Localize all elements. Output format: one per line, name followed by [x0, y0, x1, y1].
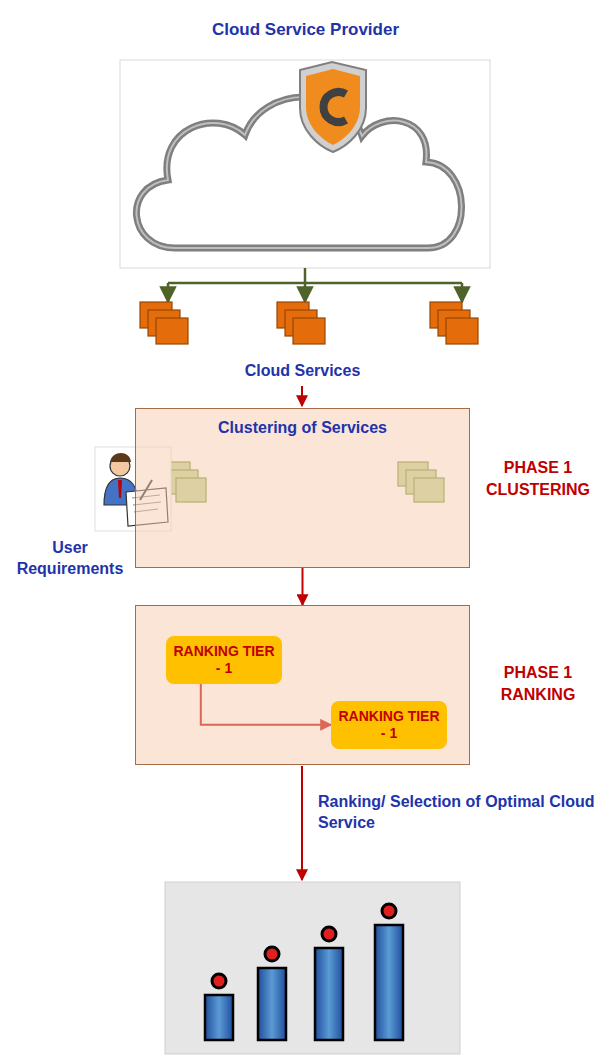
chart-bar	[205, 995, 233, 1040]
hair	[110, 453, 131, 462]
chart-dot	[322, 927, 336, 941]
tier-box: RANKING TIER - 1	[331, 701, 447, 749]
distribution-lines	[168, 268, 462, 302]
distribution-line	[304, 268, 307, 283]
distribution-line	[168, 282, 462, 285]
chart-dot	[382, 904, 396, 918]
chart-dot	[212, 974, 226, 988]
flow-arrow	[301, 766, 303, 880]
flow-arrow	[301, 386, 303, 406]
distribution-line	[304, 283, 307, 302]
flow-label: Cloud Services	[200, 361, 405, 382]
tier-label: RANKING TIER - 1	[337, 708, 441, 742]
chart-bar	[258, 968, 286, 1040]
flow-label: Ranking/ Selection of Optimal Cloud Serv…	[318, 792, 600, 834]
ranking-chart	[165, 882, 460, 1054]
diagram-title: Cloud Service Provider	[0, 20, 611, 40]
distribution-line	[461, 283, 464, 302]
service-square	[446, 318, 478, 344]
box-heading: Clustering of Services	[136, 409, 469, 437]
tier-box: RANKING TIER - 1	[166, 636, 282, 684]
phase-label: PHASE 1 CLUSTERING	[479, 457, 597, 500]
chart-bar	[315, 948, 343, 1040]
chart-bars	[205, 904, 403, 1040]
phase-box: Clustering of ServicesPHASE 1 CLUSTERING	[135, 408, 470, 568]
tier-label: RANKING TIER - 1	[172, 643, 276, 677]
service-square	[293, 318, 325, 344]
chart-dot	[265, 947, 279, 961]
distribution-line	[167, 283, 170, 302]
input-label: User Requirements	[8, 538, 132, 580]
picture-frame	[120, 60, 490, 268]
cloud-icon	[136, 62, 461, 248]
chart-bar	[375, 925, 403, 1040]
service-square	[156, 318, 188, 344]
tie	[118, 480, 122, 498]
cloud-outline	[136, 97, 461, 248]
phase-label: PHASE 1 RANKING	[479, 662, 597, 705]
shield	[306, 69, 360, 145]
shield-logo	[324, 92, 346, 122]
cloud-outline	[136, 97, 461, 248]
flow-connector	[302, 568, 304, 605]
chart-frame	[165, 882, 460, 1054]
phase-box: PHASE 1 RANKINGRANKING TIER - 1RANKING T…	[135, 605, 470, 765]
shield	[300, 62, 366, 152]
